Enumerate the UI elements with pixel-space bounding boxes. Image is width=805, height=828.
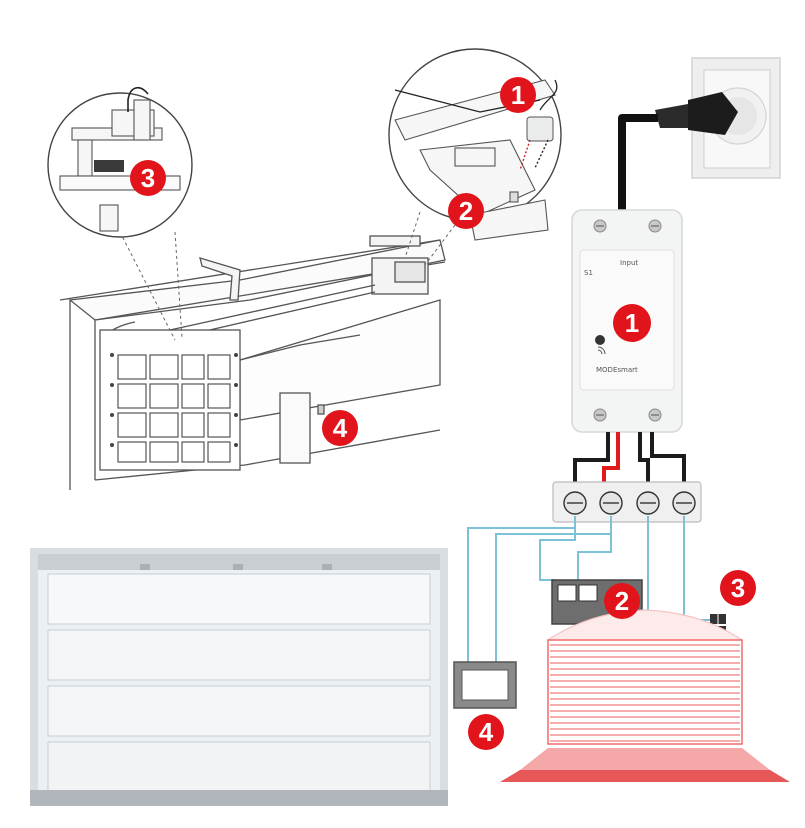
svg-text:3: 3: [141, 163, 155, 193]
badge-1-opener: 1: [500, 77, 536, 113]
wall-button-box: [453, 661, 517, 709]
svg-text:4: 4: [479, 717, 494, 747]
badge-2-controller: 2: [604, 583, 640, 619]
badge-3-sensor: 3: [130, 160, 166, 196]
badge-4-wall-button: 4: [468, 714, 504, 750]
svg-text:2: 2: [615, 586, 629, 616]
module-label-top: S1: [584, 269, 593, 277]
wall-socket: [691, 57, 781, 179]
power-cable: [618, 114, 658, 215]
badge-1-module: 1: [613, 304, 651, 342]
module-output-wires: [573, 432, 686, 488]
zoom-circle-sensor: [47, 87, 193, 238]
svg-text:2: 2: [459, 196, 473, 226]
sectional-door-photo: [30, 548, 448, 806]
badge-2-opener: 2: [448, 193, 484, 229]
blue-control-wires: [467, 516, 718, 665]
badge-4-wall-switch: 4: [322, 410, 358, 446]
garage-door-panels: [117, 354, 231, 463]
module-button: [595, 335, 605, 345]
svg-text:1: 1: [511, 80, 525, 110]
svg-text:4: 4: [333, 413, 348, 443]
svg-text:1: 1: [625, 308, 639, 338]
red-garage-door: [500, 609, 790, 782]
badge-3-door-sensor: 3: [720, 570, 756, 606]
module-label-side: Input: [620, 259, 638, 267]
module-label-bottom: MODEsmart: [596, 366, 638, 374]
terminal-block: [552, 481, 702, 523]
signal-icon: [597, 346, 606, 355]
power-plug-icon: [655, 92, 738, 135]
callout-lines: [119, 211, 456, 341]
svg-text:3: 3: [731, 573, 745, 603]
